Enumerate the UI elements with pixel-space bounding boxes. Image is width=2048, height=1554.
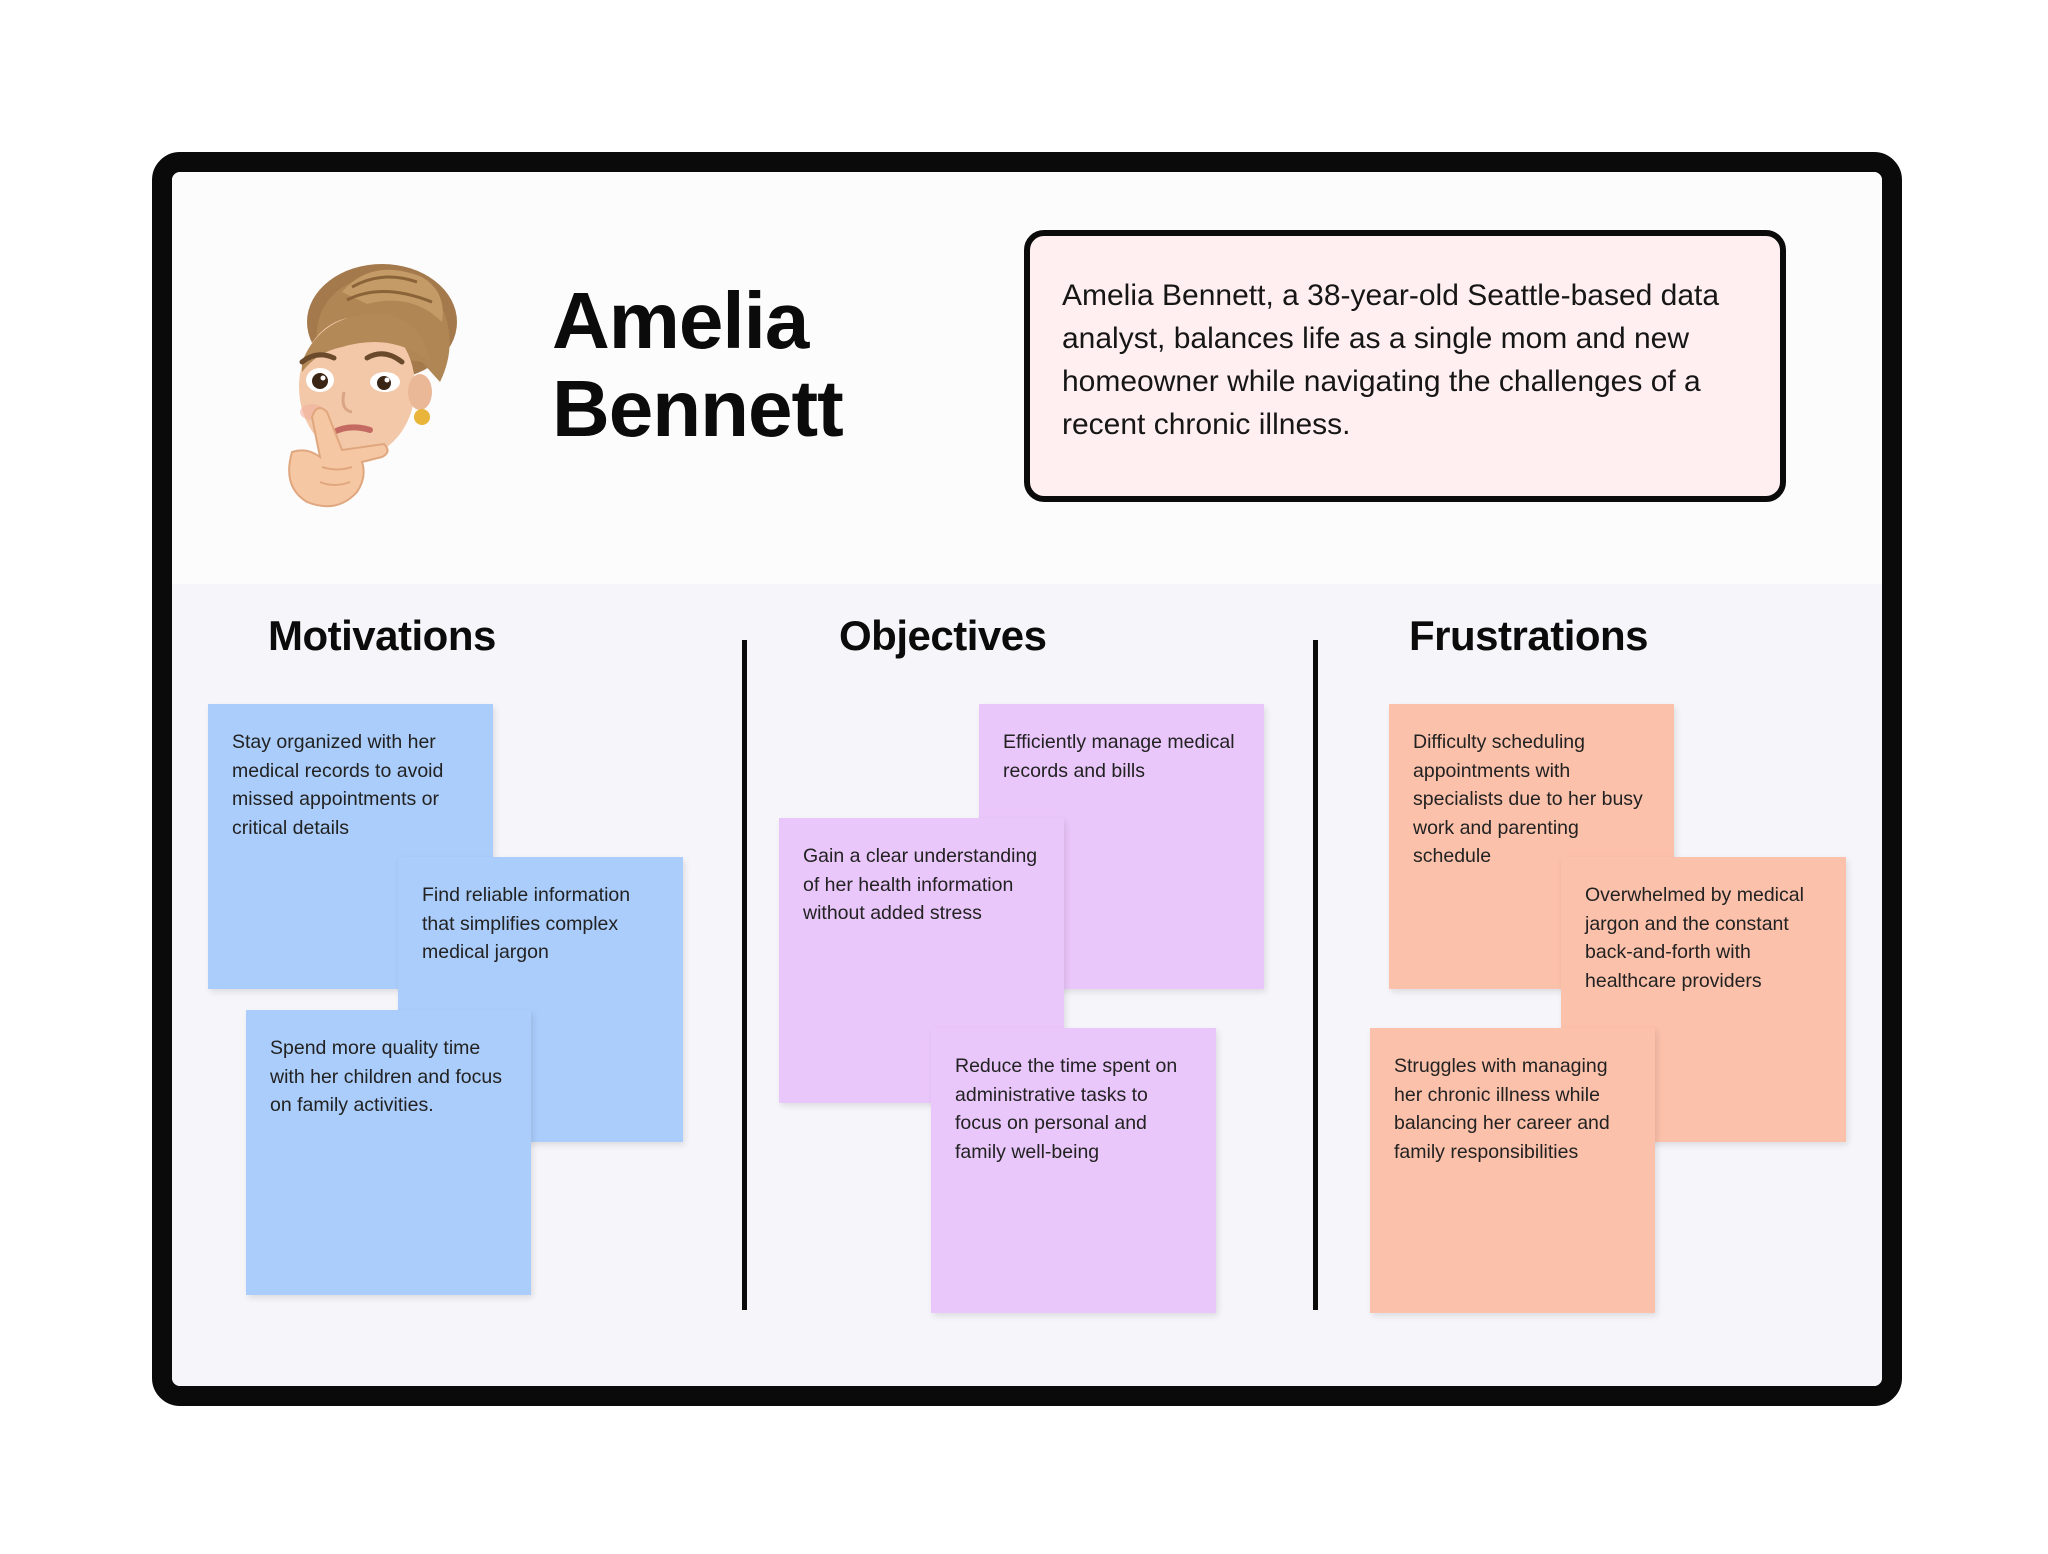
column-divider	[742, 640, 747, 1310]
motivation-note[interactable]: Stay organized with her medical records …	[208, 704, 493, 989]
objectives-title: Objectives	[839, 612, 1047, 659]
persona-card: Amelia Bennett Amelia Bennett, a 38-year…	[152, 152, 1902, 1406]
memoji-thinking-woman-icon	[288, 264, 457, 508]
persona-last-name: Bennett	[552, 364, 844, 453]
column-divider	[1313, 640, 1318, 1310]
frustrations-title: Frustrations	[1409, 612, 1649, 659]
motivations-title: Motivations	[268, 612, 496, 659]
objective-note[interactable]: Reduce the time spent on administrative …	[931, 1028, 1216, 1313]
persona-bio: Amelia Bennett, a 38-year-old Seattle-ba…	[1024, 230, 1786, 502]
frustration-note[interactable]: Struggles with managing her chronic illn…	[1370, 1028, 1655, 1313]
motivation-note[interactable]: Spend more quality time with her childre…	[246, 1010, 531, 1295]
persona-name: Amelia Bennett	[552, 276, 844, 453]
persona-first-name: Amelia	[552, 276, 809, 365]
